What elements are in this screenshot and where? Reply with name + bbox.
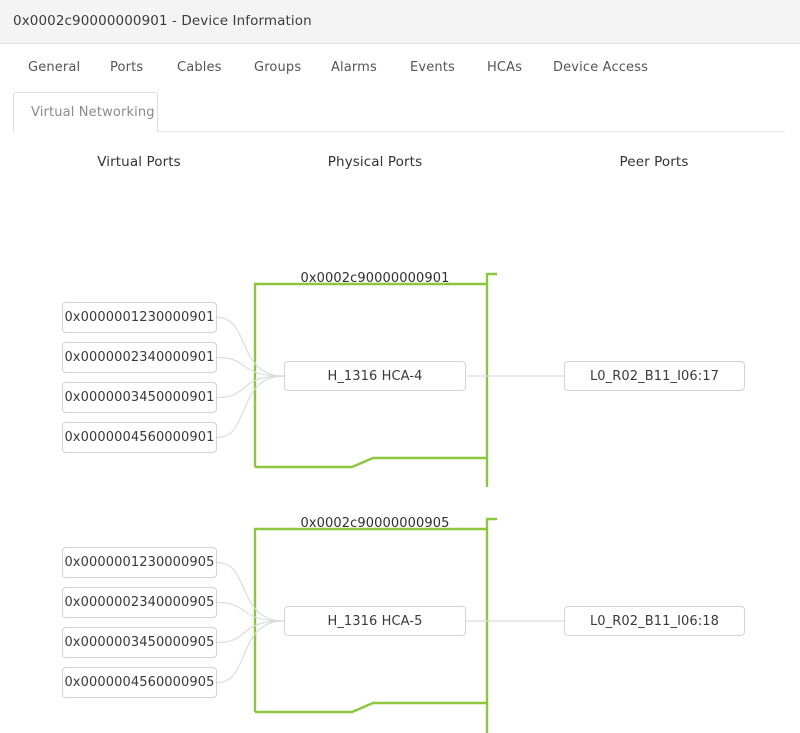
virtual-port-node[interactable]: 0x0000002340000901: [62, 342, 217, 373]
tab-ports[interactable]: Ports: [110, 60, 144, 75]
tab-cables[interactable]: Cables: [177, 60, 222, 75]
virtual-port-node[interactable]: 0x0000001230000901: [62, 302, 217, 333]
page-title: 0x0002c90000000901 - Device Information: [13, 13, 312, 29]
wire-virtual-to-physical: [216, 620, 285, 644]
tab-virtual-networking-label: Virtual Networking: [31, 105, 155, 120]
primary-tab-bar: General Ports Cables Groups Alarms Events HCAs…: [0, 44, 800, 92]
peer-port-node[interactable]: L0_R02_B11_I06:17: [564, 361, 745, 391]
column-header-peer-ports: Peer Ports: [619, 154, 689, 170]
window-titlebar: 0x0002c90000000901 - Device Information: [0, 0, 800, 44]
tab-groups[interactable]: Groups: [254, 60, 302, 75]
peer-port-node[interactable]: L0_R02_B11_I06:18: [564, 606, 745, 636]
tab-device-access[interactable]: Device Access: [553, 60, 649, 75]
wire-virtual-to-physical: [216, 356, 285, 377]
tab-alarms[interactable]: Alarms: [331, 60, 377, 75]
connection-wires: [216, 272, 564, 733]
tab-virtual-networking[interactable]: Virtual Networking: [13, 92, 158, 132]
group-label: 0x0002c90000000905: [300, 516, 450, 531]
virtual-port-node[interactable]: 0x0000003450000905: [62, 627, 217, 658]
group-bracket-1: [485, 517, 497, 733]
virtual-port-node[interactable]: 0x0000002340000905: [62, 587, 217, 618]
wire-virtual-to-physical: [216, 620, 285, 684]
virtual-port-node[interactable]: 0x0000001230000905: [62, 547, 217, 578]
physical-port-node[interactable]: H_1316 HCA-4: [284, 361, 466, 391]
tab-hcas[interactable]: HCAs: [487, 60, 523, 75]
virtual-port-node[interactable]: 0x0000004560000905: [62, 667, 217, 698]
wire-virtual-to-physical: [216, 601, 285, 622]
physical-port-node[interactable]: H_1316 HCA-5: [284, 606, 466, 636]
tab-general[interactable]: General: [28, 60, 81, 75]
wire-virtual-to-physical: [216, 561, 285, 622]
wire-virtual-to-physical: [216, 375, 285, 399]
group-bracket-0: [485, 272, 497, 487]
column-header-physical-ports: Physical Ports: [327, 154, 423, 170]
wire-virtual-to-physical: [216, 316, 285, 377]
virtual-port-node[interactable]: 0x0000003450000901: [62, 382, 217, 413]
group-label: 0x0002c90000000901: [300, 271, 450, 286]
wire-virtual-to-physical: [216, 375, 285, 439]
virtual-port-node[interactable]: 0x0000004560000901: [62, 422, 217, 453]
subtab-strip: Virtual Networking: [0, 92, 800, 132]
subtab-underline: [13, 131, 785, 132]
group-boundary-0: [253, 282, 486, 469]
virtual-networking-diagram: Virtual Ports Physical Ports Peer Ports 0x0…: [0, 132, 800, 733]
group-boundary-1: [253, 527, 486, 714]
column-header-virtual-ports: Virtual Ports: [97, 154, 181, 170]
tab-events[interactable]: Events: [410, 60, 455, 75]
